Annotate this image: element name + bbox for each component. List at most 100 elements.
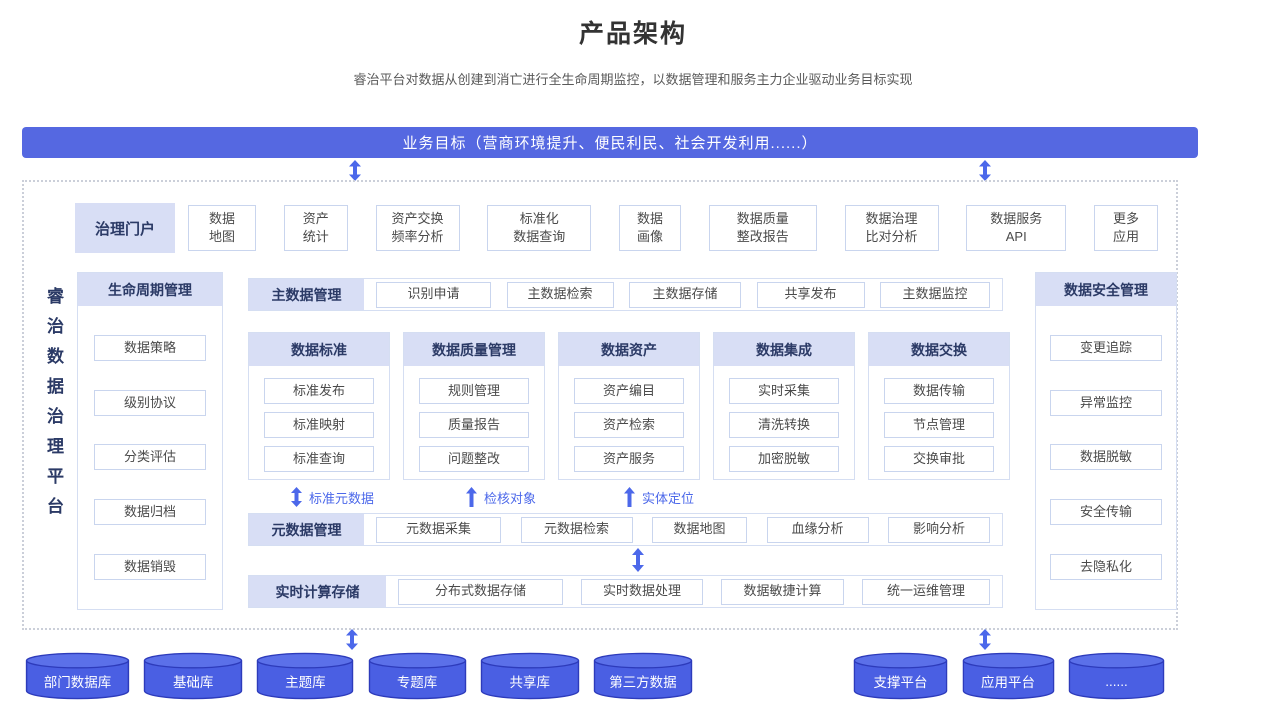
column-item: 加密脱敏 [729,446,839,472]
master-data-header: 主数据管理 [249,279,364,310]
realtime-header: 实时计算存储 [249,576,386,607]
database-cylinder: 支撑平台 [853,652,948,700]
database-label: 部门数据库 [43,675,112,690]
page-title: 产品架构 [578,20,687,48]
column-item: 资产编目 [574,378,684,404]
master-data-item: 识别申请 [376,281,491,308]
column-header: 数据质量管理 [404,333,544,366]
column-item: 实时采集 [729,378,839,404]
portal-items-row: 数据 地图 资产 统计 资产交换 频率分析 标准化 数据查询 数据 画像 数据质… [188,205,1158,251]
master-data-item: 主数据存储 [629,281,741,308]
column-item: 规则管理 [419,378,529,404]
database-label: 支撑平台 [873,675,928,690]
master-data-item: 主数据检索 [506,281,614,308]
database-cylinder: 基础库 [143,652,243,700]
cylinder-icon [480,652,579,700]
platform-frame [22,180,1178,630]
column-item: 节点管理 [884,412,994,438]
portal-item: 资产 统计 [283,205,348,251]
lifecycle-header: 生命周期管理 [78,273,222,306]
lifecycle-item: 数据归档 [94,499,206,526]
master-data-items: 识别申请 主数据检索 主数据存储 共享发布 主数据监控 [364,279,1002,310]
column-item: 标准查询 [264,446,374,472]
database-cylinder: 专题库 [368,652,467,700]
column-header: 数据集成 [714,333,854,366]
column-item: 问题整改 [419,446,529,472]
lifecycle-item: 级别协议 [94,389,206,416]
data-asset-panel: 数据资产 资产编目 资产检索 资产服务 [558,332,700,480]
metadata-item: 元数据采集 [376,516,501,543]
double-arrow-icon [346,629,358,650]
portal-header: 治理门户 [75,203,175,253]
page-subtitle: 睿治平台对数据从创建到消亡进行全生命周期监控，以数据管理和服务主力企业驱动业务目… [353,72,913,87]
flow-label-group: 实体定位 [624,486,694,508]
cylinder-icon [593,652,693,700]
database-label: 第三方数据 [609,675,677,690]
realtime-item: 数据敏捷计算 [721,578,844,605]
column-item: 质量报告 [419,412,529,438]
database-cylinder: 共享库 [480,652,580,700]
data-integration-panel: 数据集成 实时采集 清洗转换 加密脱敏 [713,332,855,480]
column-item: 数据传输 [884,378,994,404]
database-label: 主题库 [285,675,326,690]
lifecycle-items: 数据策略 级别协议 分类评估 数据归档 数据销毁 [78,306,222,609]
realtime-row: 实时计算存储 分布式数据存储 实时数据处理 数据敏捷计算 统一运维管理 [248,575,1003,608]
metadata-item: 元数据检索 [520,516,633,543]
cylinder-icon [25,652,130,700]
column-item: 交换审批 [884,446,994,472]
database-label: 共享库 [509,675,551,690]
lifecycle-item: 数据策略 [94,334,206,361]
metadata-header: 元数据管理 [249,514,364,545]
up-arrow-icon [624,487,635,507]
metadata-row: 元数据管理 元数据采集 元数据检索 数据地图 血缘分析 影响分析 [248,513,1003,546]
database-cylinder: ...... [1068,652,1165,700]
cylinder-icon [962,652,1054,700]
double-arrow-icon [979,629,991,650]
portal-item: 数据 画像 [619,205,681,251]
double-arrow-icon [979,160,991,181]
platform-vertical-label: 睿治数据治理平台 [44,287,63,527]
portal-item: 数据服务 API [966,205,1067,251]
flow-label: 实体定位 [642,490,695,506]
portal-item: 更多 应用 [1094,205,1158,251]
flow-label-group: 标准元数据 [291,486,374,508]
security-item: 变更追踪 [1050,334,1162,361]
security-header: 数据安全管理 [1036,273,1176,306]
security-panel: 数据安全管理 变更追踪 异常监控 数据脱敏 安全传输 去隐私化 [1035,272,1177,610]
portal-item: 数据质量 整改报告 [708,205,817,251]
column-item: 标准发布 [264,378,374,404]
database-cylinder: 第三方数据 [593,652,693,700]
up-arrow-icon [466,487,477,507]
column-item: 标准映射 [264,412,374,438]
double-arrow-icon [632,548,644,572]
data-quality-panel: 数据质量管理 规则管理 质量报告 问题整改 [403,332,545,480]
column-header: 数据交换 [869,333,1009,366]
cylinder-icon [257,652,354,700]
database-cylinder: 部门数据库 [25,652,130,700]
lifecycle-panel: 生命周期管理 数据策略 级别协议 分类评估 数据归档 数据销毁 [77,272,223,610]
business-goal-banner: 业务目标（营商环境提升、便民利民、社会开发利用......） [22,127,1198,158]
master-data-item: 主数据监控 [880,281,990,308]
cylinder-icon [1068,652,1165,700]
portal-item: 数据 地图 [188,205,256,251]
metadata-items: 元数据采集 元数据检索 数据地图 血缘分析 影响分析 [364,514,1002,545]
master-data-row: 主数据管理 识别申请 主数据检索 主数据存储 共享发布 主数据监控 [248,278,1003,311]
data-exchange-panel: 数据交换 数据传输 节点管理 交换审批 [868,332,1010,480]
database-group-left: 部门数据库 基础库 主题库 专题库 共享库 第三方数据 [25,652,693,700]
data-standard-panel: 数据标准 标准发布 标准映射 标准查询 [248,332,390,480]
cylinder-icon [368,652,466,700]
database-label: 应用平台 [981,675,1035,690]
security-item: 安全传输 [1050,499,1162,526]
cylinder-icon [143,652,243,700]
flow-label-group: 检核对象 [466,486,536,508]
realtime-item: 统一运维管理 [862,578,990,605]
database-group-right: 支撑平台 应用平台 ...... [853,652,1165,700]
database-cylinder: 主题库 [256,652,354,700]
column-item: 资产检索 [574,412,684,438]
column-item: 资产服务 [574,446,684,472]
database-label: ...... [1105,673,1128,689]
realtime-items: 分布式数据存储 实时数据处理 数据敏捷计算 统一运维管理 [386,576,1002,607]
metadata-item: 影响分析 [888,516,990,543]
column-header: 数据资产 [559,333,699,366]
